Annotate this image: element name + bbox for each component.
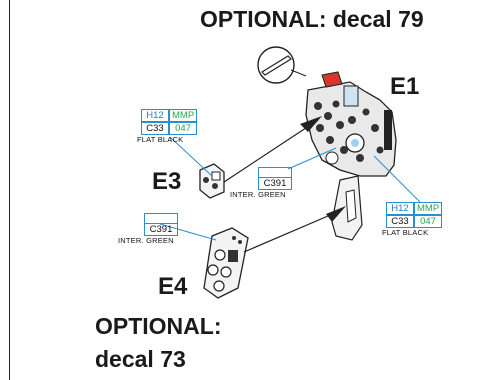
paint-ref-e3-flat-black: H12 MMP C33 047 FLAT BLACK [137,109,198,144]
paint-caption: INTER. GREEN [118,236,174,245]
paint-code-047: 047 [169,122,197,135]
part-label-e4: E4 [158,273,188,300]
paint-ref-mid-inter-green: C391 INTER. GREEN [230,167,292,199]
paint-caption: FLAT BLACK [137,135,184,144]
optional-decal-bottom-line1: OPTIONAL: [95,313,222,339]
part-e3-drawing [199,163,225,199]
paint-code-c33: C33 [141,122,169,135]
page-edge-line [9,0,10,380]
paint-code-c391: C391 [258,177,292,190]
part-label-e3: E3 [152,168,182,195]
paint-caption: FLAT BLACK [382,228,429,237]
paint-code-c391: C391 [144,223,178,236]
paint-box-empty [144,213,178,223]
part-e4-drawing [203,227,249,299]
paint-caption: INTER. GREEN [230,190,286,199]
paint-code-h12: H12 [386,202,414,215]
paint-code-mmp: MMP [414,202,443,215]
paint-ref-e4-inter-green: C391 INTER. GREEN [118,213,178,245]
paint-code-047: 047 [414,215,442,228]
part-e1-drawing [305,71,397,241]
assembly-arrows [223,116,346,253]
paint-ref-e1-flat-black: H12 MMP C33 047 FLAT BLACK [382,202,443,237]
paint-code-mmp: MMP [169,109,198,122]
optional-decal-bottom-line2: decal 73 [95,346,186,372]
paint-code-c33: C33 [386,215,414,228]
paint-box-empty [258,167,292,177]
optional-decal-top: OPTIONAL: decal 79 [200,6,424,32]
paint-leader-lines [159,136,421,241]
decal-callout-icon [257,46,307,84]
paint-code-h12: H12 [141,109,169,122]
part-label-e1: E1 [390,73,420,100]
